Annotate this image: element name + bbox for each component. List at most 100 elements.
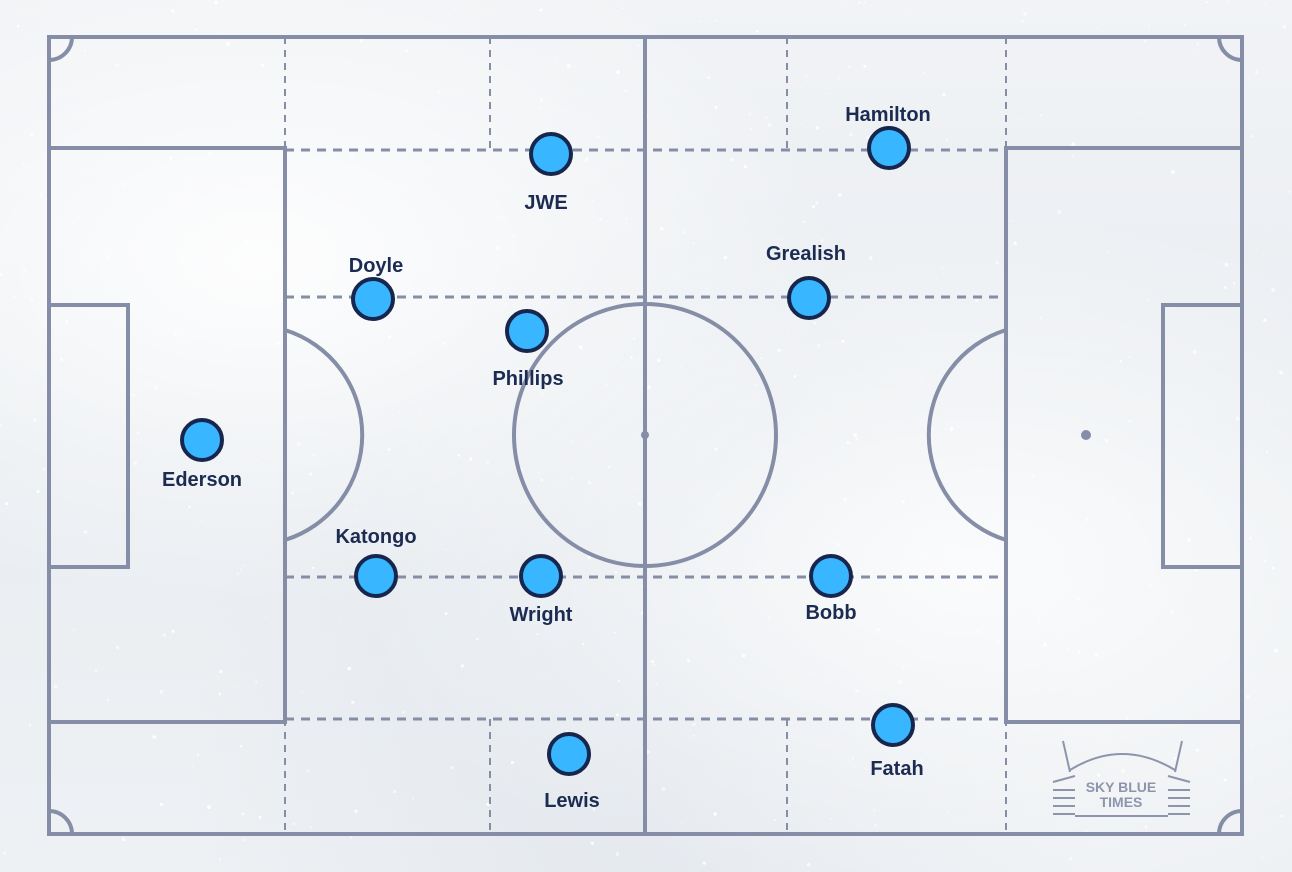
player-label: Katongo <box>335 526 416 548</box>
sky-blue-times-logo: SKY BLUE TIMES <box>1052 740 1191 817</box>
player-marker <box>809 554 853 598</box>
snow-fleck <box>1077 649 1081 654</box>
snow-fleck <box>765 116 768 119</box>
player-label: Ederson <box>162 469 242 491</box>
snow-fleck <box>448 14 451 17</box>
snow-fleck <box>219 669 223 674</box>
snow-fleck <box>714 106 718 109</box>
snow-fleck <box>837 192 842 197</box>
snow-fleck <box>815 201 819 205</box>
snow-fleck <box>520 467 523 471</box>
snow-fleck <box>191 765 193 767</box>
snow-fleck <box>98 767 101 770</box>
snow-fleck <box>854 688 859 693</box>
snow-fleck <box>214 0 218 5</box>
snow-fleck <box>115 645 120 650</box>
snow-fleck <box>287 304 290 307</box>
snow-fleck <box>464 217 467 220</box>
snow-fleck <box>504 303 507 306</box>
snow-fleck <box>830 818 833 820</box>
snow-fleck <box>316 363 320 366</box>
snow-fleck <box>3 851 7 855</box>
snow-fleck <box>846 440 850 445</box>
snow-fleck <box>811 205 816 209</box>
snow-fleck <box>630 356 633 359</box>
right-penalty-area <box>1004 146 1244 724</box>
snow-fleck <box>450 765 454 770</box>
snow-fleck <box>1039 113 1042 117</box>
snow-fleck <box>276 341 280 345</box>
snow-fleck <box>1196 42 1200 46</box>
snow-fleck <box>622 7 624 10</box>
snow-fleck <box>1043 642 1048 647</box>
snow-fleck <box>379 870 382 872</box>
snow-fleck <box>496 246 501 250</box>
snow-fleck <box>174 193 177 197</box>
snow-fleck <box>1263 318 1267 322</box>
snow-fleck <box>949 427 954 431</box>
snow-fleck <box>1027 603 1030 605</box>
snow-fleck <box>1266 402 1269 404</box>
snow-fleck <box>661 787 666 791</box>
snow-fleck <box>445 549 447 551</box>
right-goal-area <box>1161 303 1244 569</box>
snow-fleck <box>853 433 858 437</box>
snow-fleck <box>1061 786 1064 789</box>
snow-fleck <box>84 49 87 52</box>
player-phillips: Phillips <box>492 309 564 390</box>
snow-fleck <box>171 9 175 13</box>
snow-fleck <box>312 453 315 457</box>
snow-fleck <box>925 556 928 559</box>
snow-fleck <box>592 199 594 202</box>
snow-fleck <box>412 797 414 800</box>
snow-fleck <box>1057 210 1062 215</box>
snow-fleck <box>788 804 791 806</box>
snow-fleck <box>1261 856 1264 859</box>
snow-fleck <box>935 278 938 280</box>
snow-fleck <box>1170 610 1174 614</box>
snow-fleck <box>1072 523 1075 525</box>
snow-fleck <box>13 295 17 299</box>
snow-fleck <box>309 826 312 829</box>
snow-fleck <box>607 465 611 469</box>
snow-fleck <box>874 824 877 827</box>
snow-fleck <box>1036 358 1038 361</box>
snow-fleck <box>1149 584 1152 588</box>
snow-fleck <box>1255 285 1257 288</box>
snow-fleck <box>236 685 238 687</box>
snow-fleck <box>83 529 88 534</box>
snow-fleck <box>319 420 322 422</box>
snow-fleck <box>659 227 664 231</box>
snow-fleck <box>437 89 441 93</box>
snow-fleck <box>137 431 140 435</box>
snow-fleck <box>554 57 557 60</box>
snow-fleck <box>38 192 43 197</box>
snow-fleck <box>301 274 303 276</box>
snow-fleck <box>154 385 158 390</box>
snow-fleck <box>909 11 911 14</box>
logo-left-post <box>1062 740 1071 773</box>
snow-fleck <box>637 501 642 506</box>
snow-fleck <box>624 89 628 93</box>
snow-fleck <box>1086 518 1089 522</box>
snow-fleck <box>217 31 219 34</box>
snow-fleck <box>565 729 569 733</box>
snow-fleck <box>692 734 695 737</box>
snow-fleck <box>863 64 867 68</box>
snow-fleck <box>359 38 363 43</box>
snow-fleck <box>207 805 211 810</box>
snow-fleck <box>1251 744 1254 746</box>
snow-fleck <box>1274 648 1278 653</box>
snow-fleck <box>179 141 181 144</box>
snow-fleck <box>0 423 2 427</box>
snow-fleck <box>976 630 979 633</box>
snow-fleck <box>24 295 27 298</box>
snow-fleck <box>147 191 150 193</box>
snow-fleck <box>841 339 845 343</box>
snow-fleck <box>705 287 708 289</box>
snow-fleck <box>377 107 380 109</box>
snow-fleck <box>767 615 771 619</box>
snow-fleck <box>1071 142 1076 147</box>
snow-fleck <box>637 44 640 47</box>
snow-fleck <box>296 442 301 447</box>
